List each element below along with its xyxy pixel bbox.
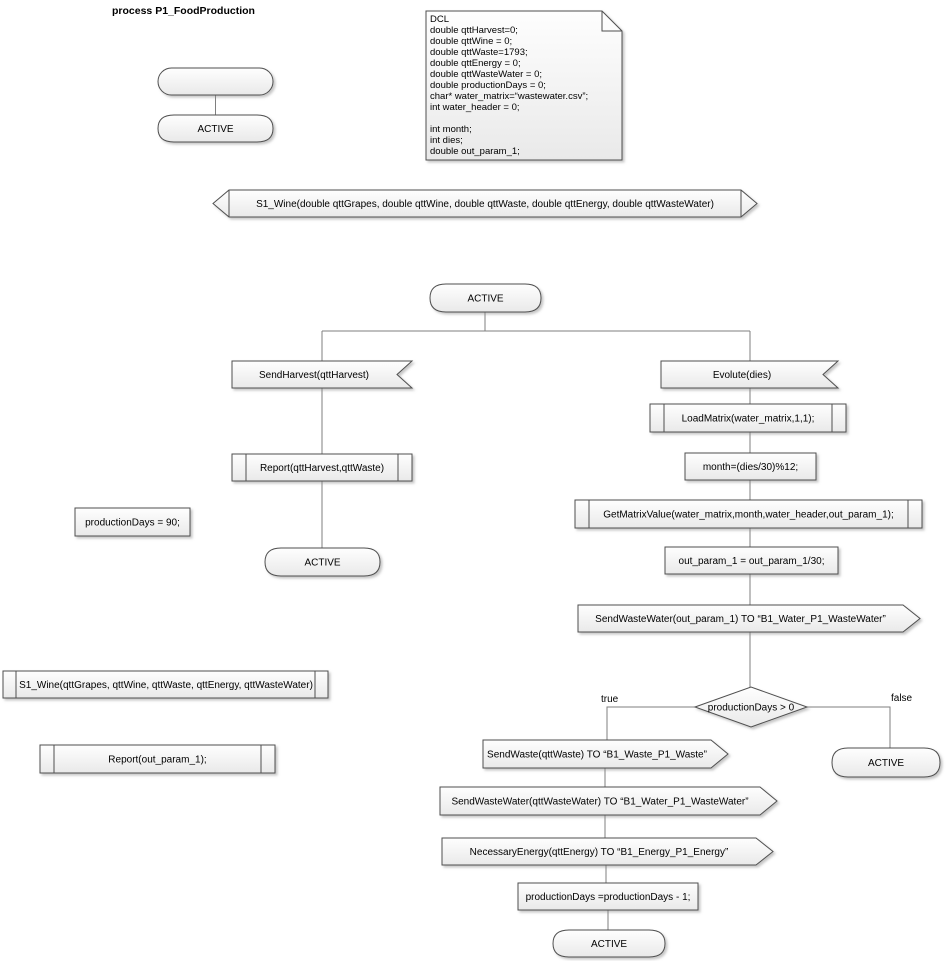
state-label: ACTIVE (197, 124, 233, 135)
task-label: productionDays =productionDays - 1; (526, 892, 691, 903)
output-signal-shape (577, 604, 921, 633)
note-fold-corner (601, 11, 622, 32)
procedure-label: S1_Wine(qttGrapes, qttWine, qttWaste, qt… (19, 680, 313, 691)
state-node-active-branch: ACTIVE (429, 283, 542, 313)
connector-decision-false (807, 706, 891, 748)
decision-label: productionDays > 0 (708, 703, 795, 714)
output-node-send-wastewater-loop: SendWasteWater(qttWasteWater) TO “B1_Wat… (439, 786, 778, 816)
branch-false-label: false (891, 693, 913, 704)
start-state-shape (157, 67, 274, 96)
note-line: int water_header = 0; (430, 102, 520, 113)
task-shape (517, 882, 699, 911)
declaration-note: DCL double qttHarvest=0; double qttWine … (425, 10, 623, 161)
procedure-shape (39, 744, 276, 774)
state-label: ACTIVE (868, 758, 904, 769)
branch-true-label: true (601, 694, 619, 705)
state-shape (552, 929, 666, 958)
output-label: SendWasteWater(out_param_1) TO “B1_Water… (595, 614, 886, 625)
note-line: double qttEnergy = 0; (430, 58, 521, 69)
state-shape (157, 114, 274, 143)
decision-node-production-days: productionDays > 0 (693, 686, 809, 728)
procedure-node-report-harvest: Report(qttHarvest,qttWaste) (231, 453, 413, 482)
output-node-send-wastewater-out: SendWasteWater(out_param_1) TO “B1_Water… (577, 604, 921, 633)
task-node-production-days-decrement: productionDays =productionDays - 1; (517, 882, 699, 911)
procedure-label: GetMatrixValue(water_matrix,month,water_… (603, 510, 894, 521)
note-shape (425, 10, 623, 161)
procedure-node-report-out-param: Report(out_param_1); (39, 744, 276, 774)
signature-label: S1_Wine(double qttGrapes, double qttWine… (256, 199, 714, 210)
note-line: double qttWine = 0; (430, 36, 512, 47)
input-node-send-harvest: SendHarvest(qttHarvest) (231, 360, 414, 389)
note-line: char* water_matrix=“wastewater.csv”; (430, 91, 588, 102)
procedure-node-get-matrix-value: GetMatrixValue(water_matrix,month,water_… (574, 499, 923, 529)
note-line: DCL (430, 14, 449, 25)
input-signal-shape (660, 360, 840, 389)
task-node-production-days-init: productionDays = 90; (74, 507, 191, 537)
connector-decision-true (606, 706, 695, 740)
task-label: productionDays = 90; (85, 518, 180, 529)
output-label: SendWasteWater(qttWasteWater) TO “B1_Wat… (451, 797, 748, 808)
state-shape (429, 283, 542, 313)
state-node-active-false: ACTIVE (831, 747, 941, 778)
state-label: ACTIVE (467, 294, 503, 305)
task-node-out-param-calc: out_param_1 = out_param_1/30; (664, 546, 839, 575)
task-shape (74, 507, 191, 537)
procedure-label: Report(qttHarvest,qttWaste) (260, 463, 384, 474)
note-line: double qttWaste=1793; (430, 47, 528, 58)
state-node-active-bottom: ACTIVE (552, 929, 666, 958)
state-shape (831, 747, 941, 778)
output-node-necessary-energy: NecessaryEnergy(qttEnergy) TO “B1_Energy… (441, 837, 774, 866)
note-line: double productionDays = 0; (430, 80, 546, 91)
output-signal-shape (482, 739, 729, 769)
output-signal-shape (439, 786, 778, 816)
state-shape (264, 547, 381, 577)
start-state-node (157, 67, 274, 96)
procedure-shape (649, 403, 847, 433)
procedure-shape (2, 670, 329, 699)
note-line: double qttHarvest=0; (430, 25, 518, 36)
state-node-active-initial: ACTIVE (157, 114, 274, 143)
diagram-title: process P1_FoodProduction (112, 5, 255, 17)
state-label: ACTIVE (304, 558, 340, 569)
task-shape (664, 546, 839, 575)
output-signal-shape (441, 837, 774, 866)
procedure-label: LoadMatrix(water_matrix,1,1); (682, 414, 815, 425)
procedure-node-s1wine-call: S1_Wine(qttGrapes, qttWine, qttWaste, qt… (2, 670, 329, 699)
output-label: SendWaste(qttWaste) TO “B1_Waste_P1_Wast… (487, 750, 707, 761)
input-node-evolute: Evolute(dies) (660, 360, 840, 389)
signal-signature-s1wine: S1_Wine(double qttGrapes, double qttWine… (212, 189, 758, 218)
note-line: int dies; (430, 135, 463, 146)
state-node-active-left: ACTIVE (264, 547, 381, 577)
task-shape (684, 452, 817, 481)
output-node-send-waste: SendWaste(qttWaste) TO “B1_Waste_P1_Wast… (482, 739, 729, 769)
procedure-shape (231, 453, 413, 482)
note-line: double out_param_1; (430, 146, 520, 157)
input-label: SendHarvest(qttHarvest) (259, 370, 369, 381)
input-label: Evolute(dies) (713, 370, 771, 381)
procedure-node-load-matrix: LoadMatrix(water_matrix,1,1); (649, 403, 847, 433)
note-line: int month; (430, 124, 472, 135)
state-label: ACTIVE (591, 939, 627, 950)
procedure-shape (574, 499, 923, 529)
procedure-label: Report(out_param_1); (108, 755, 206, 766)
output-label: NecessaryEnergy(qttEnergy) TO “B1_Energy… (470, 847, 729, 858)
task-label: out_param_1 = out_param_1/30; (679, 556, 825, 567)
task-label: month=(dies/30)%12; (703, 462, 798, 473)
decision-shape (693, 686, 809, 728)
task-node-month-calc: month=(dies/30)%12; (684, 452, 817, 481)
input-signal-shape (231, 360, 414, 389)
note-line: double qttWasteWater = 0; (430, 69, 542, 80)
